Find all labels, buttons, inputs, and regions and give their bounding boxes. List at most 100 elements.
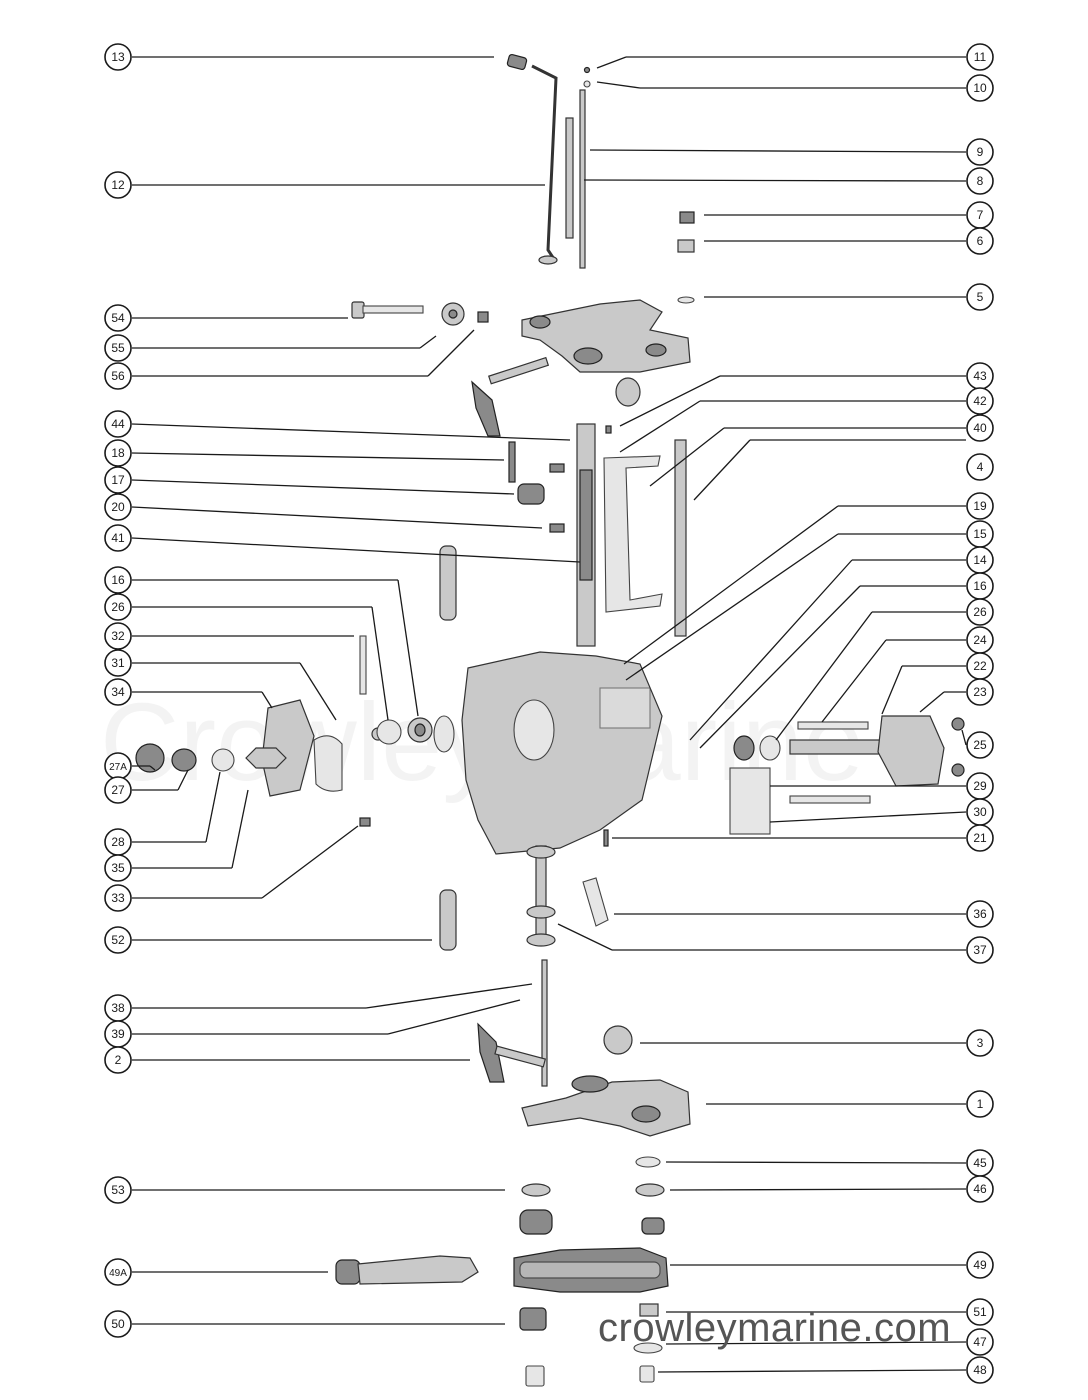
callouts-right: 11 10 9 8 7 6 5 43 42 40 4 19 15 14 16 2… [966,43,994,1384]
svg-text:8: 8 [977,174,984,188]
svg-text:26: 26 [111,600,125,614]
svg-text:28: 28 [111,835,125,849]
callout: 27 [104,776,132,804]
callout: 30 [966,798,994,826]
svg-text:1: 1 [977,1097,984,1111]
callout: 20 [104,493,132,521]
svg-text:49A: 49A [109,1268,127,1279]
svg-text:24: 24 [973,633,987,647]
callout: 2 [104,1046,132,1074]
callout: 41 [104,524,132,552]
svg-text:19: 19 [973,499,987,513]
callout: 45 [966,1149,994,1177]
svg-text:3: 3 [977,1036,984,1050]
svg-text:20: 20 [111,500,125,514]
svg-text:47: 47 [973,1335,987,1349]
svg-text:27A: 27A [109,762,127,773]
svg-text:45: 45 [973,1156,987,1170]
callout: 22 [966,652,994,680]
svg-text:22: 22 [973,659,987,673]
callout: 19 [966,492,994,520]
svg-text:15: 15 [973,527,987,541]
svg-text:41: 41 [111,531,125,545]
callout: 36 [966,900,994,928]
callout: 26 [104,593,132,621]
parts-artwork [135,53,965,1387]
callout: 48 [966,1356,994,1384]
svg-text:29: 29 [973,779,987,793]
callout: 55 [104,334,132,362]
callout: 16 [966,572,994,600]
callout: 49 [966,1251,994,1279]
callout: 15 [966,520,994,548]
callout: 18 [104,439,132,467]
callout: 11 [966,43,994,71]
svg-text:10: 10 [973,81,987,95]
callout: 10 [966,74,994,102]
svg-text:6: 6 [977,234,984,248]
watermark-corner: crowleymarine.com [598,1306,952,1350]
svg-text:48: 48 [973,1363,987,1377]
callout: 46 [966,1175,994,1203]
svg-text:23: 23 [973,685,987,699]
callout: 14 [966,546,994,574]
callout: 49A [104,1258,132,1286]
svg-text:34: 34 [111,685,125,699]
callout: 29 [966,772,994,800]
svg-text:37: 37 [973,943,987,957]
callout: 27A [104,752,132,780]
svg-text:42: 42 [973,394,987,408]
svg-text:27: 27 [111,783,125,797]
callout: 9 [966,138,994,166]
svg-text:14: 14 [973,553,987,567]
svg-text:12: 12 [111,178,125,192]
callout: 4 [966,453,994,481]
svg-text:49: 49 [973,1258,987,1272]
callout: 21 [966,824,994,852]
svg-text:33: 33 [111,891,125,905]
svg-text:44: 44 [111,417,125,431]
svg-text:16: 16 [973,579,987,593]
svg-text:26: 26 [973,605,987,619]
callout: 32 [104,622,132,650]
callout: 50 [104,1310,132,1338]
svg-text:2: 2 [115,1053,122,1067]
callout: 12 [104,171,132,199]
svg-text:11: 11 [974,50,987,64]
callouts-left: 13 12 54 55 56 44 18 17 20 41 16 26 32 3… [104,43,132,1338]
callout: 23 [966,678,994,706]
callout: 43 [966,362,994,390]
svg-text:54: 54 [111,311,125,325]
svg-text:51: 51 [973,1305,987,1319]
svg-text:53: 53 [111,1183,125,1197]
svg-text:39: 39 [111,1027,125,1041]
svg-text:4: 4 [977,460,984,474]
callout: 35 [104,854,132,882]
svg-text:30: 30 [973,805,987,819]
svg-text:40: 40 [973,421,987,435]
callout: 7 [966,201,994,229]
svg-text:21: 21 [973,831,987,845]
svg-text:55: 55 [111,341,125,355]
svg-text:38: 38 [111,1001,125,1015]
svg-text:9: 9 [977,145,984,159]
callout: 44 [104,410,132,438]
callout: 13 [104,43,132,71]
svg-text:25: 25 [973,738,987,752]
callout: 53 [104,1176,132,1204]
callout: 24 [966,626,994,654]
svg-text:17: 17 [111,473,125,487]
svg-text:18: 18 [111,446,125,460]
callout: 17 [104,466,132,494]
callout: 54 [104,304,132,332]
svg-text:35: 35 [111,861,125,875]
callout: 51 [966,1298,994,1326]
callout: 34 [104,678,132,706]
svg-text:31: 31 [111,656,125,670]
svg-text:52: 52 [111,933,125,947]
svg-text:32: 32 [111,629,125,643]
callout: 8 [966,167,994,195]
callout: 26 [966,598,994,626]
svg-text:36: 36 [973,907,987,921]
